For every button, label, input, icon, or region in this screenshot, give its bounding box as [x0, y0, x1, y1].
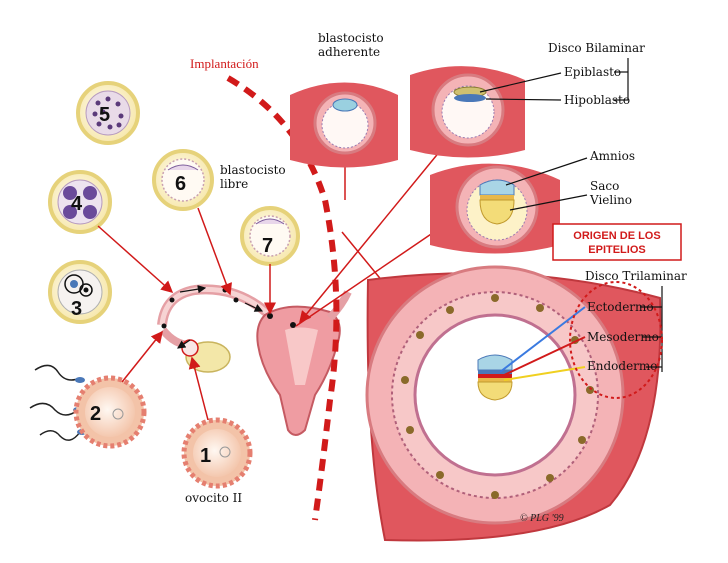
- origen-label-2: EPITELIOS: [588, 244, 645, 256]
- blastocisto-adherente-label-1: blastocisto: [318, 31, 384, 45]
- stage-3-number: 3: [71, 298, 82, 320]
- stage-3-cell: 3: [48, 260, 112, 324]
- hipoblasto-label: Hipoblasto: [564, 93, 630, 107]
- origen-label-1: ORIGEN DE LOS: [573, 230, 660, 242]
- saco-label-1: Saco: [590, 179, 619, 193]
- stage-5-cell: 5: [76, 81, 140, 145]
- disco-bilaminar-tissue: [410, 66, 525, 158]
- origen-box: ORIGEN DE LOS EPITELIOS: [552, 223, 682, 261]
- blastocisto-libre-label-2: libre: [220, 177, 248, 191]
- blastocisto-adherente-label-2: adherente: [318, 45, 380, 59]
- mesodermo-label: Mesodermo: [587, 330, 659, 344]
- ovocito-label: ovocito II: [185, 491, 242, 505]
- amnios-saco-tissue: [430, 163, 560, 254]
- stage-7-number: 7: [262, 235, 273, 257]
- stage-5-number: 5: [99, 104, 110, 126]
- amnios-leaders: [505, 157, 588, 211]
- blastocisto-adherente-tissue: [290, 82, 398, 168]
- blastocisto-libre-label-1: blastocisto: [220, 163, 286, 177]
- stage-6-cell: 6: [152, 149, 214, 211]
- trilaminar-tissue: [365, 265, 662, 542]
- disco-bilaminar-label: Disco Bilaminar: [548, 41, 645, 55]
- saco-label-2: Vielino: [589, 193, 632, 207]
- epiblasto-label: Epiblasto: [564, 65, 621, 79]
- amnios-label: Amnios: [589, 149, 635, 163]
- stage-7-cell: 7: [240, 206, 300, 266]
- stage-1-number: 1: [200, 445, 211, 467]
- stage-6-number: 6: [175, 173, 186, 195]
- implantacion-label: Implantación: [190, 56, 259, 71]
- implantation-path: [226, 75, 340, 521]
- disco-trilaminar-label: Disco Trilaminar: [585, 269, 687, 283]
- ectodermo-label: Ectodermo: [587, 300, 654, 314]
- stage-2-cell: 2: [29, 364, 147, 449]
- stage-4-cell: 4: [48, 170, 112, 234]
- credit-label: © PLG '99: [520, 513, 564, 524]
- trilaminar-highlight-ellipse: [569, 281, 663, 399]
- stage-1-cell: 1: [181, 417, 253, 489]
- stage-arrows: [97, 144, 446, 421]
- trilaminar-leaders: [499, 286, 663, 381]
- stage-4-number: 4: [71, 193, 83, 215]
- bilaminar-leaders: [479, 58, 629, 101]
- stage-2-number: 2: [90, 403, 101, 425]
- endodermo-label: Endodermo: [587, 359, 658, 373]
